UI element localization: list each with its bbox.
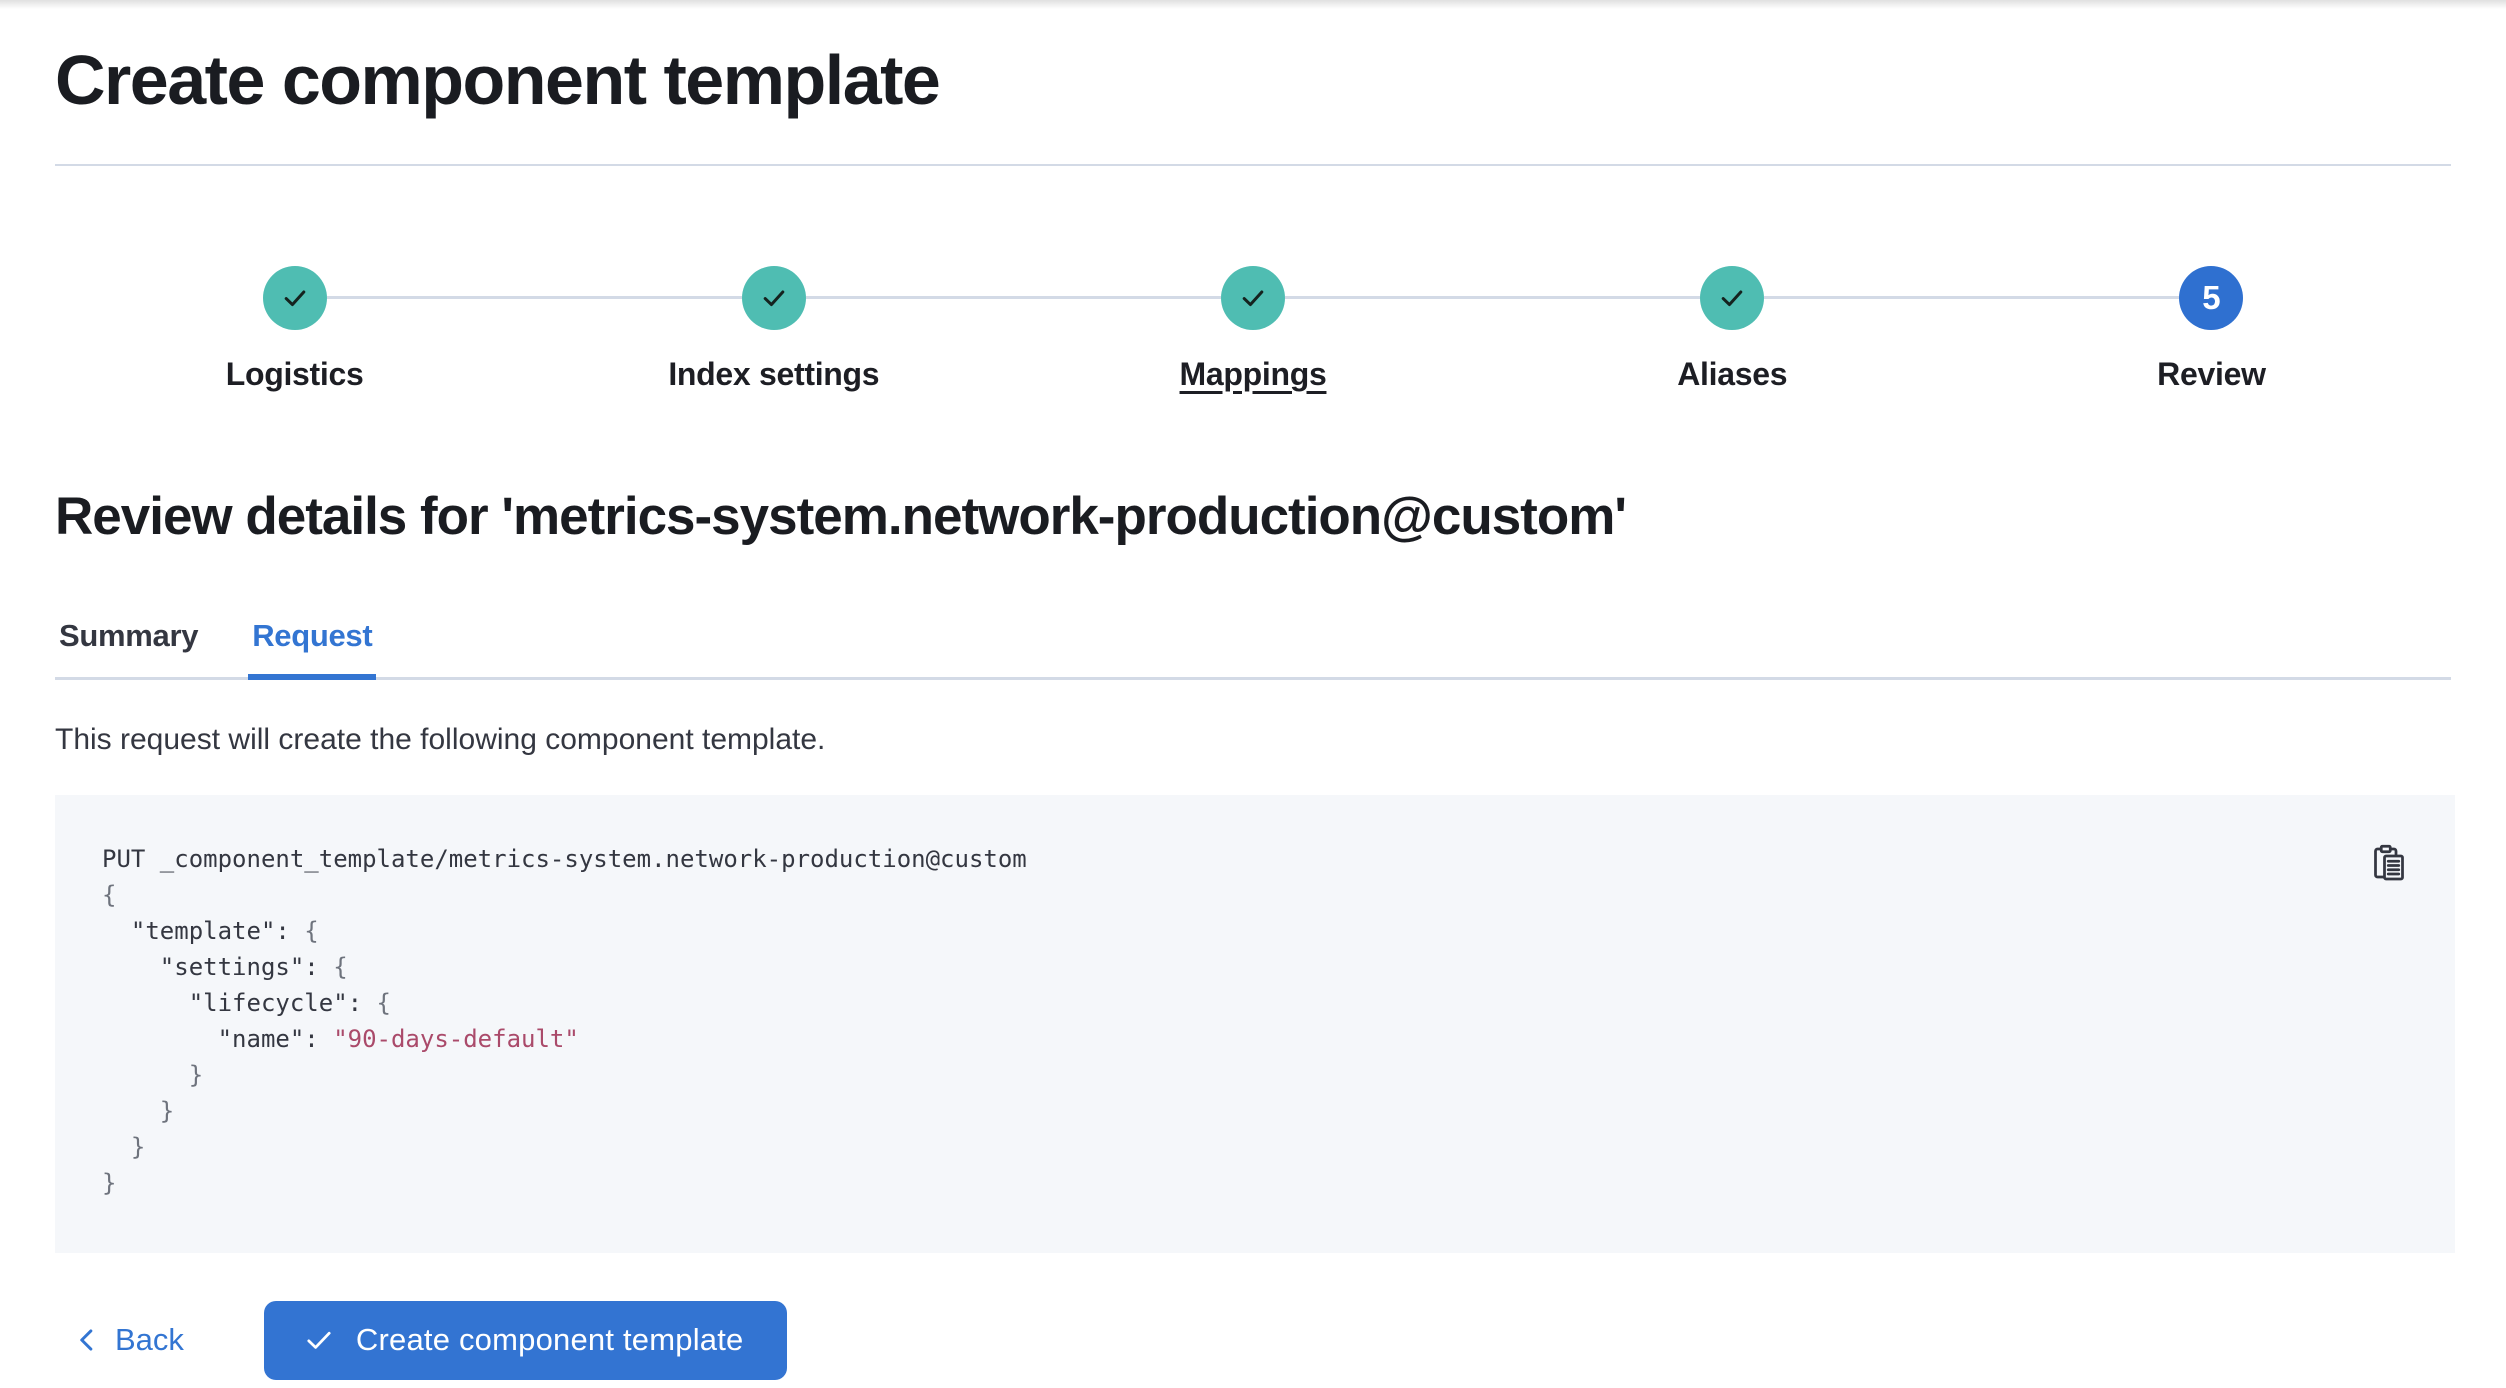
chevron-left-icon [80,1329,93,1351]
code-line: } [102,1096,175,1125]
copy-clipboard-icon [2374,844,2404,880]
footer-actions: Back Create component template [55,1300,2451,1380]
step-label: Logistics [225,355,364,392]
code-line: "settings": { [102,952,348,981]
tab-summary[interactable]: Summary [55,604,202,680]
check-icon [763,290,785,306]
page-title: Create component template [55,41,941,119]
back-label: Back [115,1322,184,1358]
step-label: Mappings [1179,355,1327,392]
code-line: PUT _component_template/metrics-system.n… [102,844,1027,873]
request-code-block: PUT _component_template/metrics-system.n… [55,794,2455,1253]
step-label: Review [2157,355,2266,392]
step-mappings[interactable]: Mappings [1013,265,1493,393]
tab-bar: Summary Request [55,604,2451,681]
code-line: { [102,880,117,909]
step-label: Index settings [668,355,880,392]
step-logistics[interactable]: Logistics [55,265,535,393]
check-icon [1721,290,1743,306]
create-component-template-button[interactable]: Create component template [263,1300,788,1380]
step-circle: 5 [2179,265,2244,330]
code-content: PUT _component_template/metrics-system.n… [102,841,2407,1201]
request-description: This request will create the following c… [55,723,826,757]
code-line: "name": "90-days-default" [102,1024,579,1053]
code-line: "template": { [102,916,319,945]
code-line: } [102,1132,146,1161]
title-divider [55,163,2451,166]
step-index-settings[interactable]: Index settings [534,265,1014,393]
step-number: 5 [2202,279,2221,316]
step-circle [1700,265,1765,330]
step-circle [1221,265,1285,330]
back-button[interactable]: Back [55,1301,200,1379]
check-icon [284,290,305,306]
step-label: Aliases [1677,355,1788,392]
check-icon [1242,290,1264,306]
step-aliases[interactable]: Aliases [1492,265,1973,393]
submit-label: Create component template [355,1322,744,1358]
code-line: } [102,1060,204,1089]
step-circle [741,265,806,330]
code-line: } [102,1168,117,1197]
review-heading: Review details for 'metrics-system.netwo… [55,486,1627,546]
copy-button[interactable] [2365,839,2413,887]
check-icon [307,1331,331,1349]
code-line: "lifecycle": { [102,988,391,1017]
step-circle [262,265,327,330]
tab-request[interactable]: Request [248,604,377,681]
